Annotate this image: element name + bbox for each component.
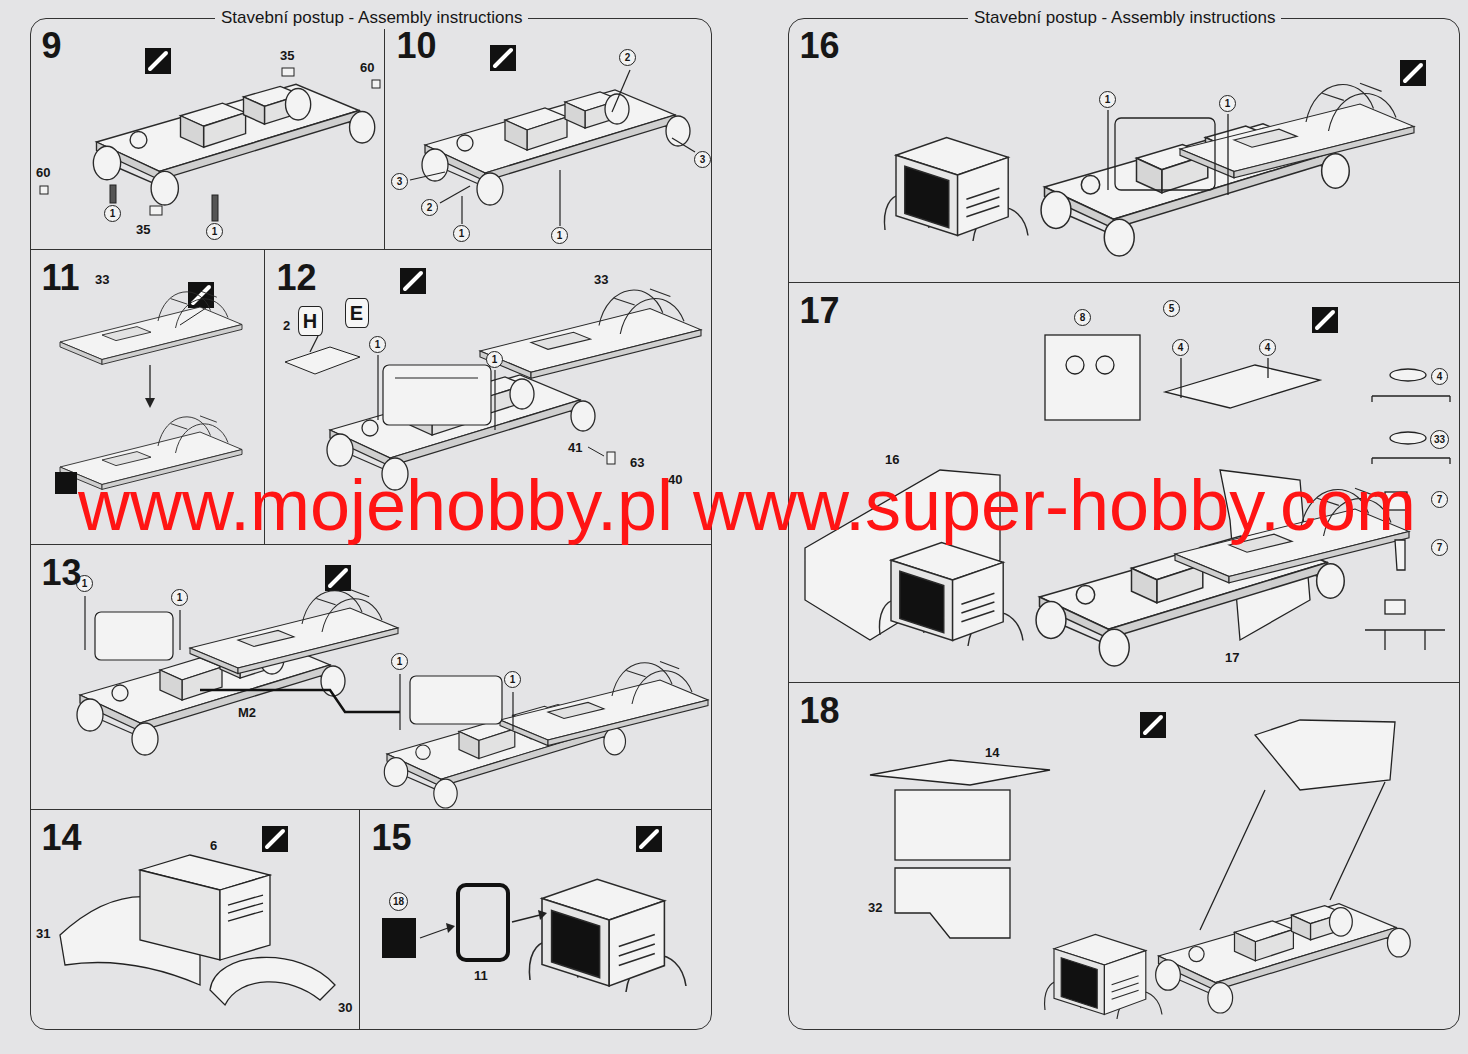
callout-circle: 1 bbox=[453, 225, 470, 242]
callout-circle: 1 bbox=[486, 351, 503, 368]
paint-can: H bbox=[298, 306, 323, 336]
step-number: 13 bbox=[42, 553, 82, 593]
step-panel: 1611 bbox=[788, 18, 1460, 283]
step-panel: 1518 bbox=[360, 810, 712, 1030]
callout-number: 1 bbox=[1225, 98, 1231, 110]
part-number: 33 bbox=[594, 272, 608, 287]
callout-number: 3 bbox=[397, 176, 403, 188]
part-number: 6 bbox=[210, 838, 217, 853]
paint-code: E bbox=[350, 302, 363, 324]
step-number: 12 bbox=[277, 258, 317, 298]
step-number: 10 bbox=[397, 26, 437, 66]
step-panel: 18 bbox=[788, 683, 1460, 1030]
step-number: 16 bbox=[800, 26, 840, 66]
callout-number: 7 bbox=[1437, 542, 1443, 554]
part-number: 32 bbox=[868, 900, 882, 915]
step-number: 15 bbox=[372, 818, 412, 858]
callout-number: 4 bbox=[1265, 342, 1271, 354]
callout-circle: 3 bbox=[391, 173, 408, 190]
part-number: 2 bbox=[283, 318, 290, 333]
callout-number: 4 bbox=[1437, 371, 1443, 383]
step-number: 18 bbox=[800, 691, 840, 731]
part-number: 41 bbox=[568, 440, 582, 455]
callout-number: 1 bbox=[397, 656, 403, 668]
callout-circle: 7 bbox=[1431, 539, 1448, 556]
part-number: 60 bbox=[360, 60, 374, 75]
callout-number: 2 bbox=[625, 52, 631, 64]
callout-number: 1 bbox=[110, 208, 116, 220]
part-number: 14 bbox=[985, 745, 999, 760]
part-number: M2 bbox=[238, 705, 256, 720]
callout-circle: 2 bbox=[619, 49, 636, 66]
callout-number: 3 bbox=[700, 154, 706, 166]
callout-circle: 1 bbox=[206, 223, 223, 240]
callout-circle: 8 bbox=[1074, 309, 1091, 326]
step-number: 14 bbox=[42, 818, 82, 858]
callout-number: 1 bbox=[510, 674, 516, 686]
callout-number: 18 bbox=[393, 896, 404, 908]
paint-can: E bbox=[345, 298, 369, 328]
callout-number: 2 bbox=[427, 202, 433, 214]
part-number: 63 bbox=[630, 455, 644, 470]
part-number: 11 bbox=[474, 968, 488, 983]
step-number: 9 bbox=[42, 26, 62, 66]
part-number: 30 bbox=[338, 1000, 352, 1015]
callout-circle: 1 bbox=[1219, 95, 1236, 112]
watermark: www.mojehobby.pl www.super-hobby.com bbox=[78, 470, 1416, 540]
step-panel: 9 1 1 bbox=[30, 18, 385, 250]
callout-number: 1 bbox=[459, 228, 465, 240]
callout-circle: 1 bbox=[391, 653, 408, 670]
part-number: 35 bbox=[136, 222, 150, 237]
step-number: 17 bbox=[800, 291, 840, 331]
callout-number: 5 bbox=[1169, 303, 1175, 315]
page-heading: Stavební postup - Assembly instructions bbox=[215, 7, 528, 29]
callout-circle: 33 bbox=[1430, 430, 1449, 449]
callout-number: 1 bbox=[82, 578, 88, 590]
callout-number: 7 bbox=[1437, 494, 1443, 506]
callout-circle: 1 bbox=[551, 227, 568, 244]
callout-number: 1 bbox=[177, 592, 183, 604]
callout-circle: 5 bbox=[1163, 300, 1180, 317]
callout-circle: 1 bbox=[104, 205, 121, 222]
part-number: 16 bbox=[885, 452, 899, 467]
callout-circle: 1 bbox=[1099, 91, 1116, 108]
callout-circle: 4 bbox=[1259, 339, 1276, 356]
paint-code: H bbox=[303, 310, 317, 332]
step-panel: 131111 bbox=[30, 545, 712, 810]
callout-circle: 1 bbox=[504, 671, 521, 688]
part-number: 35 bbox=[280, 48, 294, 63]
callout-number: 1 bbox=[1105, 94, 1111, 106]
step-panel: 14 bbox=[30, 810, 360, 1030]
callout-circle: 4 bbox=[1431, 368, 1448, 385]
callout-circle: 1 bbox=[171, 589, 188, 606]
callout-number: 1 bbox=[492, 354, 498, 366]
callout-number: 1 bbox=[375, 339, 381, 351]
part-number: 60 bbox=[36, 165, 50, 180]
callout-number: 1 bbox=[557, 230, 563, 242]
page-heading: Stavební postup - Assembly instructions bbox=[968, 7, 1281, 29]
part-number: 33 bbox=[95, 272, 109, 287]
callout-circle: 3 bbox=[694, 151, 711, 168]
step-panel: 10 2 3 3 2 1 1 bbox=[385, 18, 712, 250]
callout-number: 8 bbox=[1080, 312, 1086, 324]
callout-circle: 1 bbox=[369, 336, 386, 353]
callout-number: 33 bbox=[1434, 434, 1445, 446]
step-number: 11 bbox=[42, 258, 80, 298]
part-number: 31 bbox=[36, 926, 50, 941]
callout-circle: 4 bbox=[1172, 339, 1189, 356]
part-number: 17 bbox=[1225, 650, 1239, 665]
callout-circle: 2 bbox=[421, 199, 438, 216]
callout-number: 1 bbox=[212, 226, 218, 238]
callout-number: 4 bbox=[1178, 342, 1184, 354]
callout-circle: 7 bbox=[1431, 491, 1448, 508]
callout-circle: 18 bbox=[389, 892, 408, 911]
